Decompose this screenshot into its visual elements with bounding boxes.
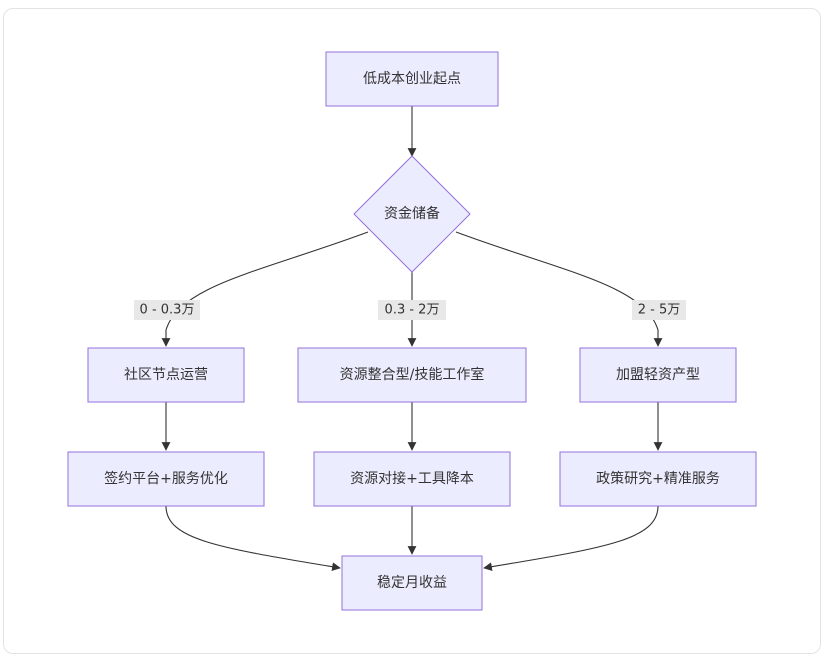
node-step-a: 签约平台+服务优化 (67, 451, 265, 507)
edge-label-to-a: 0 - 0.3万 (134, 300, 200, 320)
edge-label-text: 2 - 5万 (638, 303, 681, 318)
node-option-b-label: 资源整合型/技能工作室 (340, 366, 485, 383)
edge-step-c-to-end (483, 505, 659, 572)
edge-decision-to-option-c (455, 231, 663, 347)
node-end: 稳定月收益 (341, 555, 483, 611)
node-end-label: 稳定月收益 (377, 575, 447, 591)
node-decision: 资金储备 (353, 155, 471, 273)
node-step-c: 政策研究+精准服务 (559, 451, 757, 507)
edge-label-to-c: 2 - 5万 (632, 300, 686, 320)
edge-decision-to-option-a (161, 231, 369, 347)
node-step-b: 资源对接+工具降本 (313, 451, 511, 507)
edge-label-text: 0 - 0.3万 (140, 303, 195, 318)
node-option-b: 资源整合型/技能工作室 (297, 347, 527, 403)
node-step-a-label: 签约平台+服务优化 (104, 470, 228, 487)
edge-step-a-to-end (165, 505, 341, 572)
node-start: 低成本创业起点 (325, 51, 499, 107)
node-option-a: 社区节点运营 (87, 347, 245, 403)
node-step-b-label: 资源对接+工具降本 (350, 470, 474, 487)
node-start-label: 低成本创业起点 (363, 71, 461, 87)
node-decision-label: 资金储备 (384, 205, 440, 222)
node-option-c-label: 加盟轻资产型 (616, 367, 700, 383)
edge-label-to-b: 0.3 - 2万 (378, 300, 446, 320)
node-option-a-label: 社区节点运营 (124, 367, 208, 383)
node-step-c-label: 政策研究+精准服务 (596, 470, 720, 487)
edges (161, 106, 663, 572)
node-option-c: 加盟轻资产型 (579, 347, 737, 403)
edge-label-text: 0.3 - 2万 (385, 303, 440, 318)
